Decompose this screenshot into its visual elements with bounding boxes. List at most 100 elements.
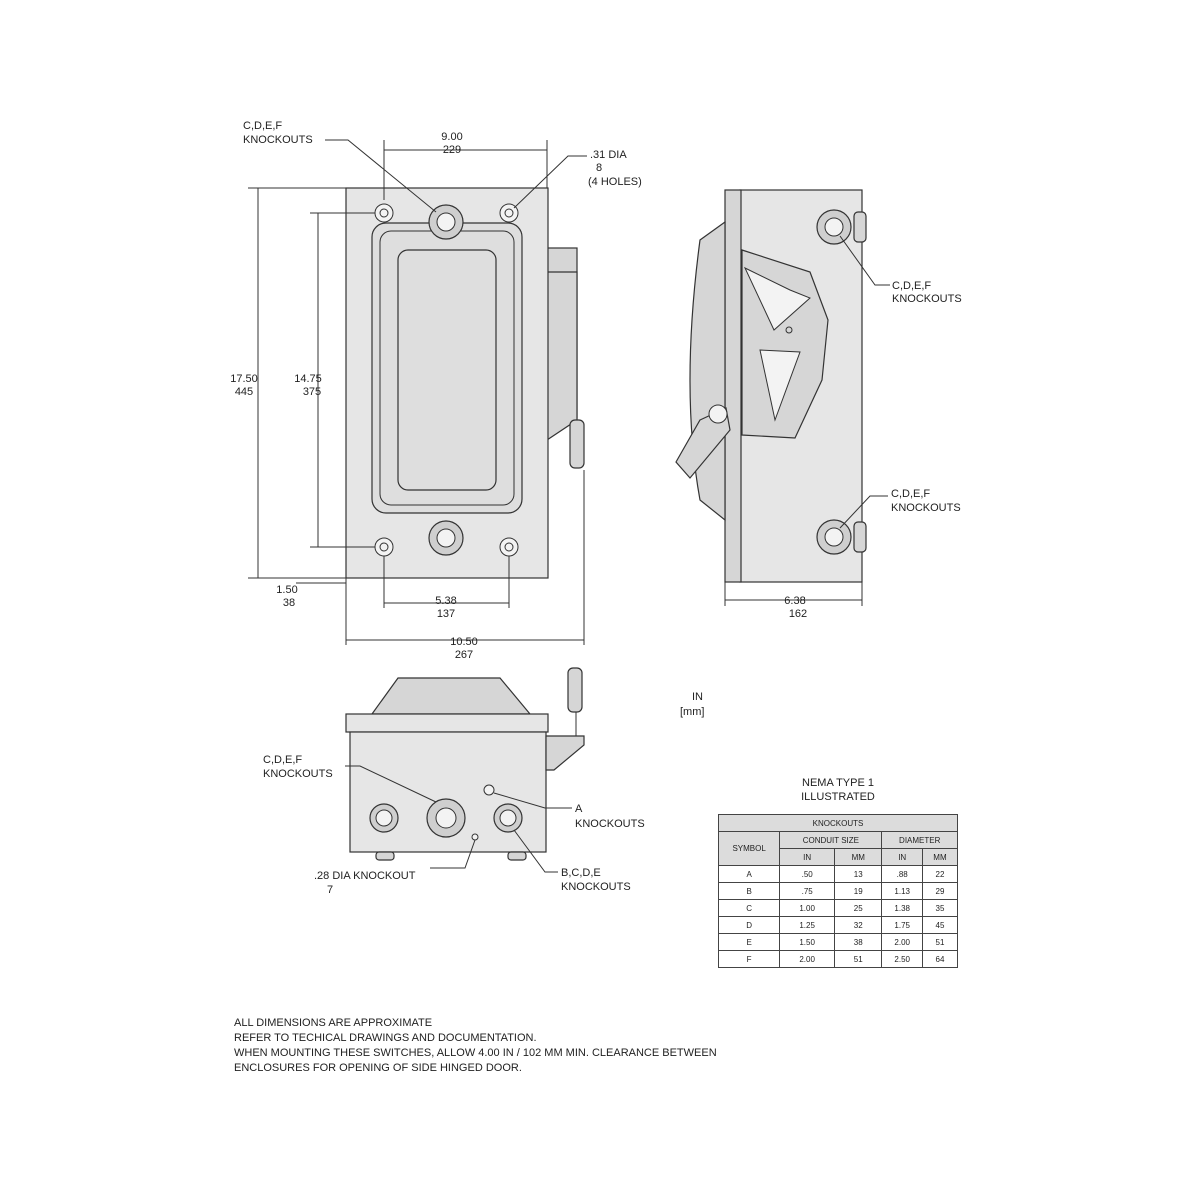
front-hole-in: .31 DIA <box>590 149 627 161</box>
side-bottom-ko-leader <box>839 495 888 529</box>
table-cell: F <box>717 950 781 968</box>
table-cell: 1.50 <box>779 933 836 951</box>
front-view: C,D,E,F KNOCKOUTS 9.00 229 .31 DIA 8 (4 … <box>230 120 642 661</box>
bottom-small-leader <box>430 839 476 869</box>
table-cell: 1.25 <box>779 916 836 934</box>
mounting-hole-br-inner <box>504 542 514 552</box>
table-cell: D <box>717 916 781 934</box>
front-offset-mm: 38 <box>283 597 295 609</box>
table-title: KNOCKOUTS <box>718 814 958 832</box>
bottom-foot-right <box>507 851 527 861</box>
front-mount-h-mm: 375 <box>303 386 321 398</box>
note-line: REFER TO TECHICAL DRAWINGS AND DOCUMENTA… <box>234 1032 537 1044</box>
side-top-ko-leader <box>839 235 890 286</box>
front-hole-leader <box>513 155 587 209</box>
front-cover-window <box>397 249 497 491</box>
front-handle <box>569 419 585 469</box>
mounting-hole-br <box>499 537 519 557</box>
front-mount-h-in: 14.75 <box>294 373 322 385</box>
front-overall-w-mm: 267 <box>455 649 473 661</box>
bottom-left-knockout-inner <box>375 809 393 827</box>
table-cell: .88 <box>881 865 923 883</box>
note-line: WHEN MOUNTING THESE SWITCHES, ALLOW 4.00… <box>234 1047 717 1059</box>
table-cell: 51 <box>921 933 959 951</box>
side-bottom-ko-label-1: C,D,E,F <box>891 488 930 500</box>
side-handle-hub <box>708 404 728 424</box>
mounting-hole-tr-inner <box>504 208 514 218</box>
side-door-profile <box>689 220 726 522</box>
front-cdef-leader <box>325 139 437 213</box>
table-conduit-header: CONDUIT SIZE <box>779 831 883 849</box>
bottom-bcde-1: B,C,D,E <box>561 867 601 879</box>
table-cell: 25 <box>834 899 883 917</box>
table-cell: 2.00 <box>881 933 923 951</box>
table-sub-header: IN <box>779 848 836 866</box>
mounting-hole-bl-inner <box>379 542 389 552</box>
front-offset-in: 1.50 <box>276 584 297 596</box>
table-cell: 1.00 <box>779 899 836 917</box>
front-height-in: 17.50 <box>230 373 258 385</box>
mounting-hole-tl <box>374 203 394 223</box>
table-sub-header: IN <box>881 848 923 866</box>
table-caption-2: ILLUSTRATED <box>801 791 875 803</box>
table-cell: A <box>717 865 781 883</box>
bottom-small-1: .28 DIA KNOCKOUT <box>314 870 416 882</box>
table-row: D 1.25 32 1.75 45 <box>717 916 959 934</box>
bottom-small-2: 7 <box>327 884 333 896</box>
table-cell: 2.00 <box>779 950 836 968</box>
table-diameter-header: DIAMETER <box>881 831 958 849</box>
bottom-foot-left <box>375 851 395 861</box>
drawing-notes: ALL DIMENSIONS ARE APPROXIMATE REFER TO … <box>234 1016 717 1076</box>
table-row: A .50 13 .88 22 <box>717 865 959 883</box>
front-mount-w-mm: 137 <box>437 608 455 620</box>
table-row: C 1.00 25 1.38 35 <box>717 899 959 917</box>
bottom-a-leader <box>493 792 572 809</box>
table-cell: 64 <box>921 950 959 968</box>
knockouts-table: KNOCKOUTS SYMBOL CONDUIT SIZE DIAMETER I… <box>717 814 959 968</box>
front-hole-mm: 8 <box>596 162 602 174</box>
bottom-cdef-1: C,D,E,F <box>263 754 302 766</box>
bottom-cover-dome <box>370 677 532 715</box>
table-cell: 22 <box>921 865 959 883</box>
table-cell: 29 <box>921 882 959 900</box>
mounting-hole-tl-inner <box>379 208 389 218</box>
side-top-ko-nut <box>853 211 867 243</box>
table-cell: 38 <box>834 933 883 951</box>
side-mechanism-pivot <box>785 326 793 334</box>
bottom-right-knockout-inner <box>499 809 517 827</box>
bottom-cover-lip <box>345 713 549 733</box>
table-cell: 51 <box>834 950 883 968</box>
side-bottom-knockout-inner <box>824 527 844 547</box>
bottom-bcde-2: KNOCKOUTS <box>561 881 631 893</box>
mounting-hole-tr <box>499 203 519 223</box>
table-sub-header-row: IN MM IN MM <box>719 848 959 866</box>
side-bottom-ko-nut <box>853 521 867 553</box>
table-row: B .75 19 1.13 29 <box>717 882 959 900</box>
table-cell: 45 <box>921 916 959 934</box>
table-sub-header: MM <box>921 848 959 866</box>
units-line-1: IN <box>692 691 703 703</box>
note-line: ENCLOSURES FOR OPENING OF SIDE HINGED DO… <box>234 1062 522 1074</box>
front-width-mm: 229 <box>443 144 461 156</box>
side-top-ko-label-1: C,D,E,F <box>892 280 931 292</box>
table-cell: 1.38 <box>881 899 923 917</box>
front-top-knockout-inner <box>436 212 456 232</box>
table-group-header-row: SYMBOL CONDUIT SIZE DIAMETER <box>717 831 958 866</box>
bottom-bcde-leader <box>513 829 558 873</box>
front-width-in: 9.00 <box>441 131 462 143</box>
table-cell: 2.50 <box>881 950 923 968</box>
bottom-a-knockout <box>483 784 495 796</box>
table-row: F 2.00 51 2.50 64 <box>717 950 959 968</box>
table-caption: NEMA TYPE 1 ILLUSTRATED <box>718 776 958 804</box>
note-line: ALL DIMENSIONS ARE APPROXIMATE <box>234 1017 433 1029</box>
bottom-a-2: KNOCKOUTS <box>575 818 645 830</box>
table-symbol-header: SYMBOL <box>717 831 781 866</box>
bottom-center-knockout-inner <box>435 807 457 829</box>
side-top-knockout-inner <box>824 217 844 237</box>
bottom-view: C,D,E,F KNOCKOUTS A KNOCKOUTS .28 DIA KN… <box>263 667 645 896</box>
bottom-a-1: A <box>575 803 583 815</box>
side-mechanism-lever-top <box>743 266 811 331</box>
side-back-flange <box>724 189 742 583</box>
table-cell: C <box>717 899 781 917</box>
table-cell: 32 <box>834 916 883 934</box>
